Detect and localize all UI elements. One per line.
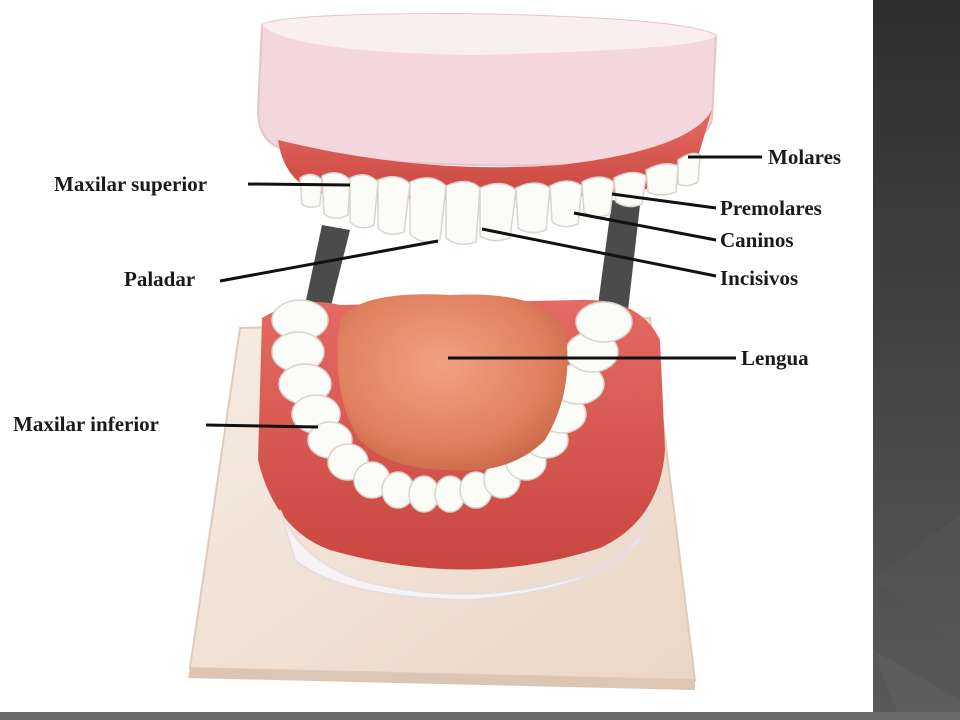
leader-line-caninos [573, 211, 717, 242]
tongue [337, 294, 568, 471]
label-maxilar-superior: Maxilar superior [54, 172, 208, 196]
leader-lines [205, 155, 762, 429]
label-paladar: Paladar [124, 267, 196, 291]
leader-line-premolares [611, 192, 717, 210]
lower-teeth [271, 299, 633, 513]
label-incisivos: Incisivos [720, 266, 799, 290]
label-maxilar-inferior: Maxilar inferior [13, 412, 159, 436]
lower-jaw-base [279, 509, 651, 602]
label-lengua: Lengua [741, 346, 809, 370]
slide-accent-shape [873, 650, 960, 720]
leader-line-incisivos [481, 227, 717, 278]
label-premolares: Premolares [720, 196, 822, 220]
label-molares: Molares [768, 145, 842, 169]
leader-line-maxilar-inferior [205, 423, 319, 429]
slide-accent-shape [873, 515, 960, 650]
slide-bottom-strip [0, 712, 960, 720]
leader-line-maxilar-superior [247, 182, 351, 187]
leader-line-paladar [219, 239, 439, 283]
label-caninos: Caninos [720, 228, 794, 252]
